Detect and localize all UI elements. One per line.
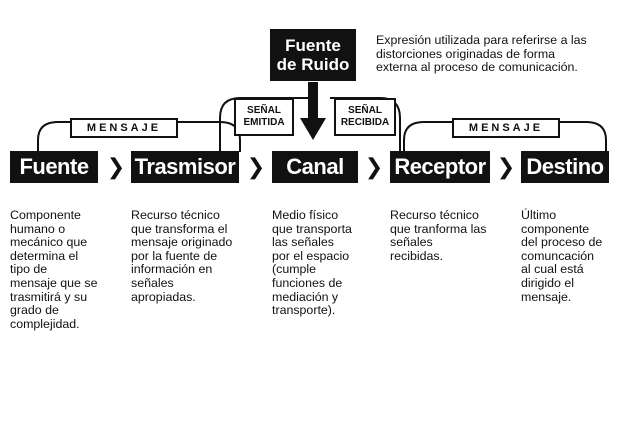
arrow-right-icon: ❯ [106,154,126,179]
stage-trasmisor-box: Trasmisor [131,151,239,183]
stage-canal-box: Canal [272,151,358,183]
mensaje-tag-left: MENSAJE [70,118,178,138]
senal-recibida-tag: SEÑAL RECIBIDA [334,98,396,136]
stage-receptor-box: Receptor [390,151,490,183]
stage-fuente-description: Componente humano o mecánico que determi… [10,208,98,331]
arrow-right-icon: ❯ [246,154,266,179]
stage-receptor-description: Recurso técnico que tranforma las señale… [390,208,487,263]
senal-emitida-tag: SEÑAL EMITIDA [234,98,294,136]
noise-source-box: Fuente de Ruido [270,29,356,81]
arrow-right-icon: ❯ [364,154,384,179]
stage-canal-description: Medio físico que transporta las señales … [272,208,352,318]
stage-fuente-box: Fuente [10,151,98,183]
stage-trasmisor-description: Recurso técnico que transforma el mensaj… [131,208,233,304]
noise-source-note: Expresión utilizada para referirse a las… [376,33,587,75]
stage-destino-box: Destino [521,151,609,183]
mensaje-tag-right: MENSAJE [452,118,560,138]
arrow-right-icon: ❯ [496,154,516,179]
stage-destino-description: Último componente del proceso de comunca… [521,208,603,304]
